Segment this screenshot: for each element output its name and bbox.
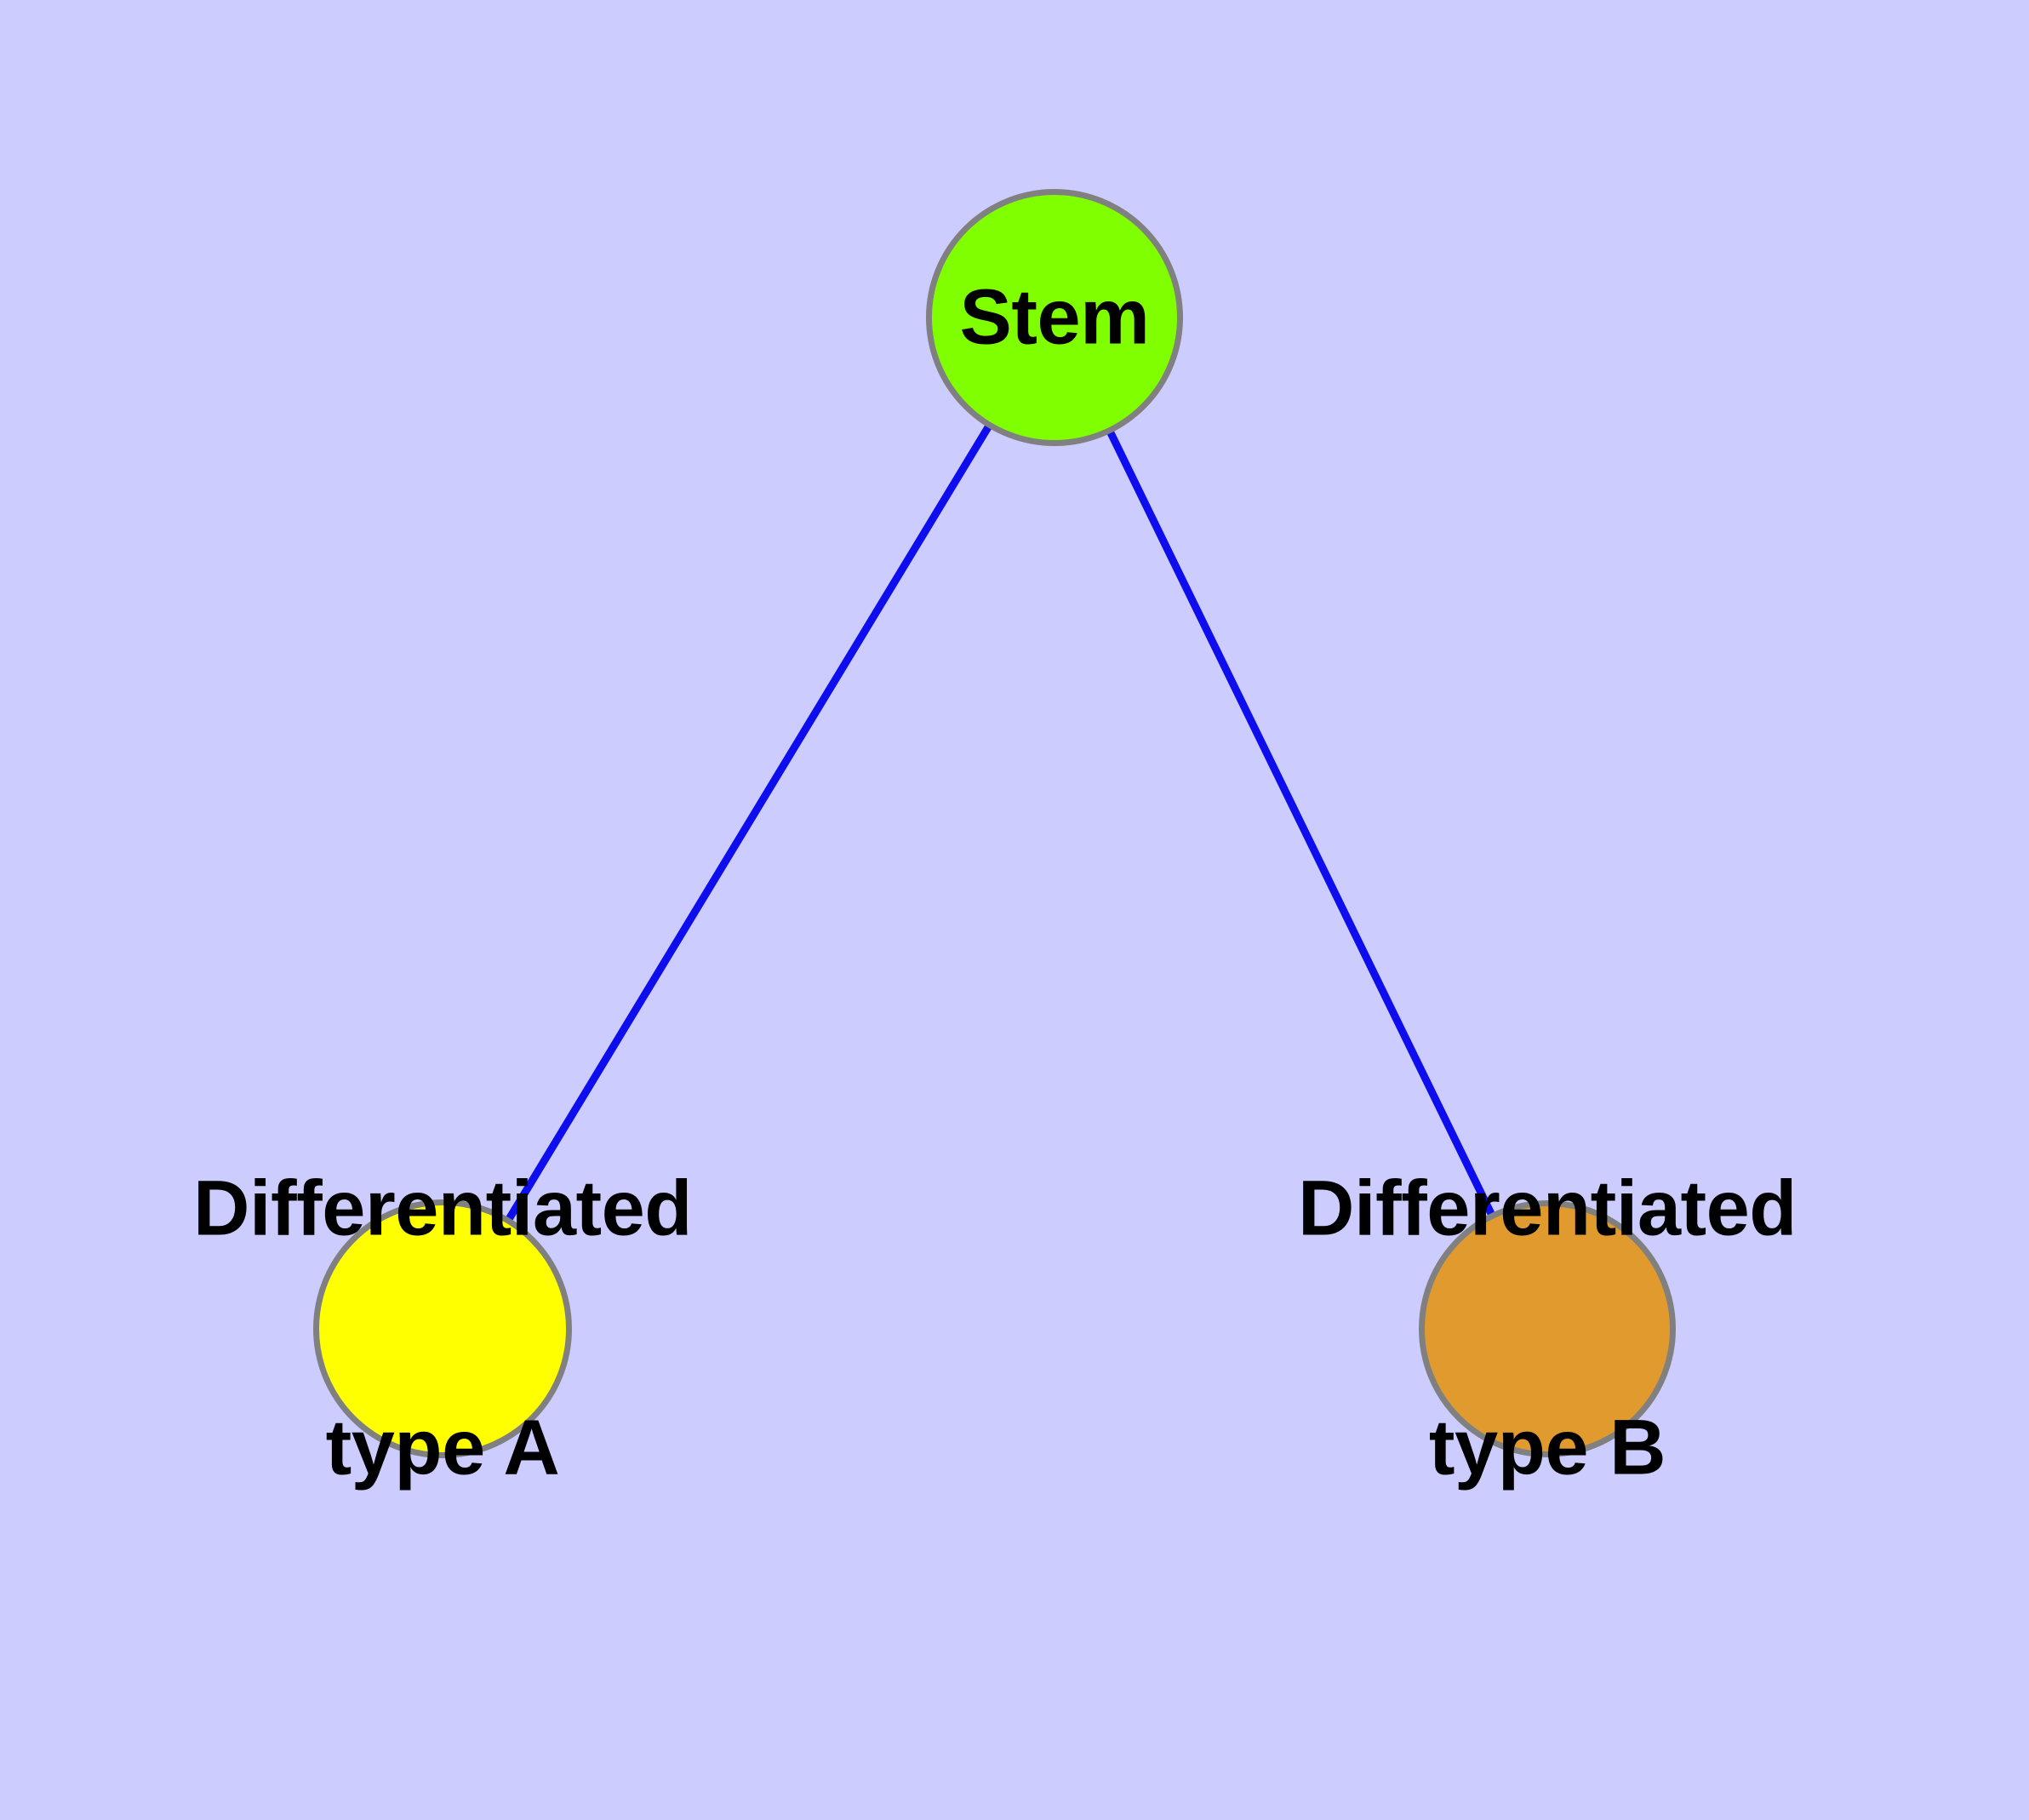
edge-stem-to-differentiated-type-b[interactable] xyxy=(1050,316,1552,1331)
node-differentiated-type-b-circle[interactable] xyxy=(1419,1200,1676,1457)
node-stem-circle[interactable] xyxy=(926,189,1183,446)
edge-layer xyxy=(439,315,1552,1331)
node-layer xyxy=(313,189,1676,1458)
edge-stem-to-differentiated-type-a[interactable] xyxy=(439,315,1058,1331)
node-differentiated-type-a-circle[interactable] xyxy=(313,1199,572,1458)
